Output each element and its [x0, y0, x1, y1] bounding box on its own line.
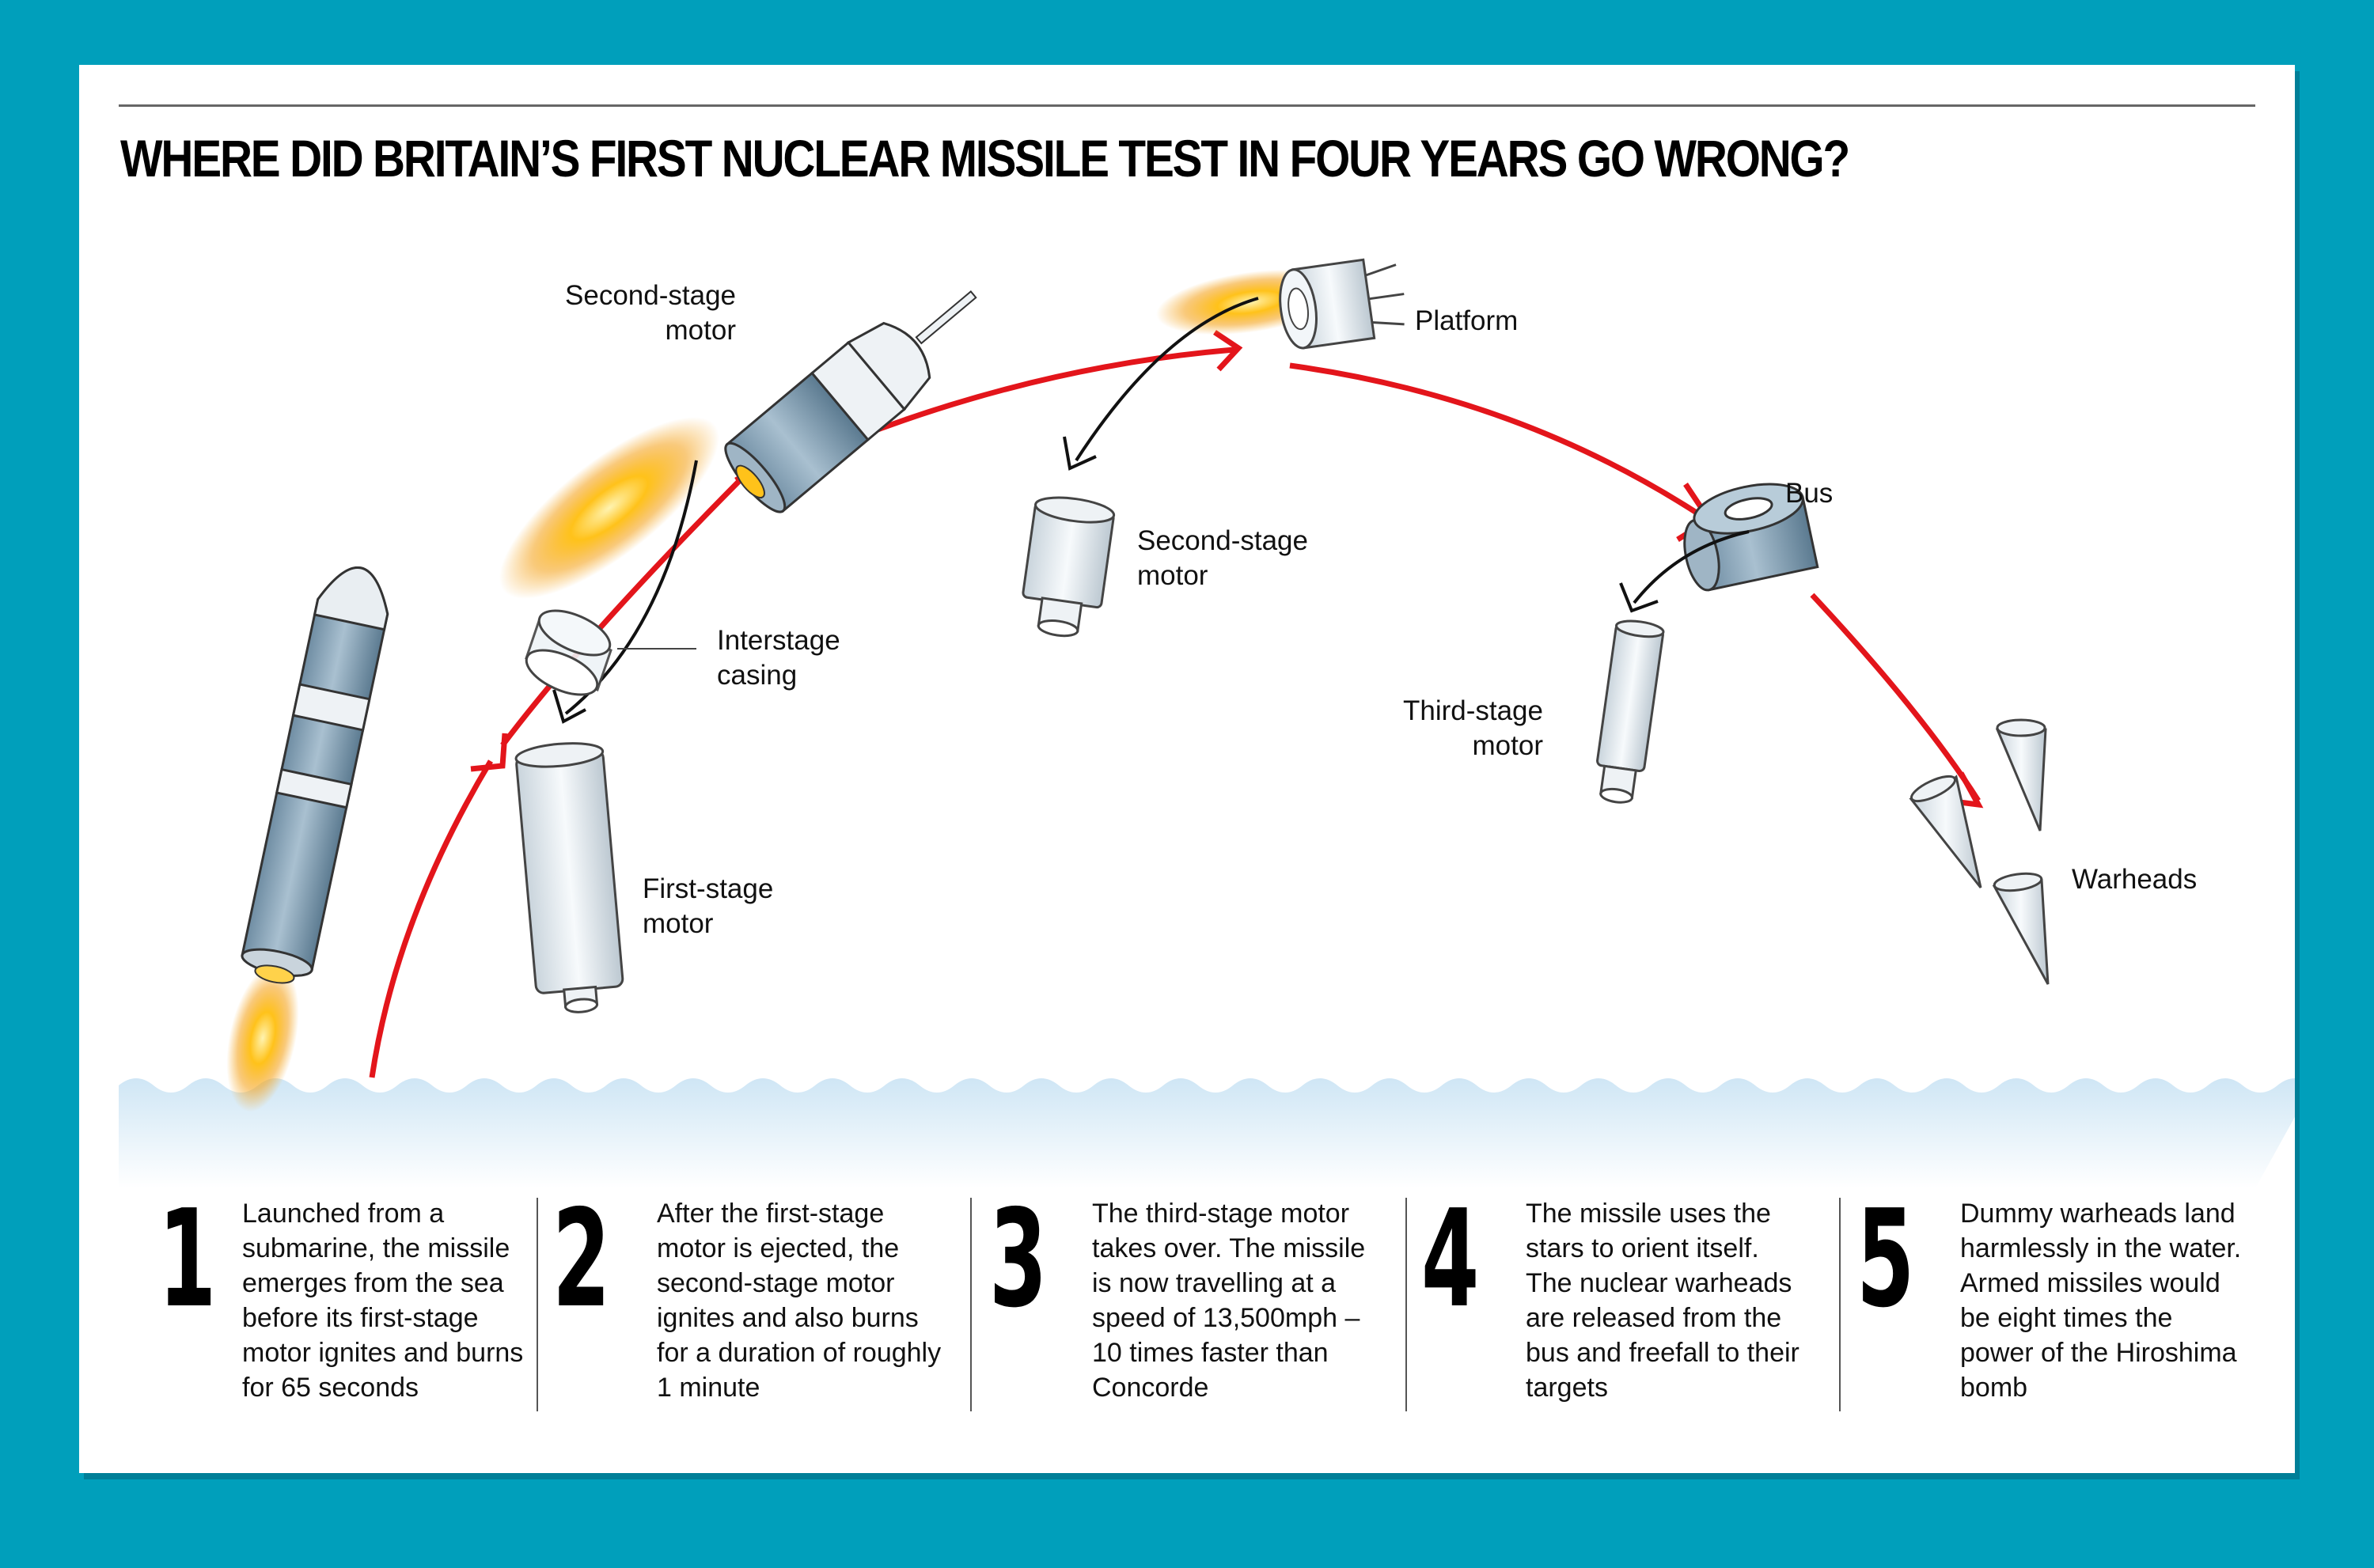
- step-5-text: Dummy warheads land harmlessly in the wa…: [1960, 1199, 2242, 1403]
- eject-arrow-third-stage: [1633, 530, 1750, 604]
- warhead-3: [1992, 878, 2050, 985]
- step-divider: [970, 1198, 972, 1411]
- third-stage-motor: [1596, 619, 1665, 804]
- launch-flame: [226, 964, 299, 1112]
- step-3-text: The third-stage motor takes over. The mi…: [1092, 1199, 1366, 1403]
- step-5-number: 5: [1856, 1181, 1915, 1338]
- step-4-number: 4: [1421, 1181, 1480, 1338]
- page-title: WHERE DID BRITAIN’S FIRST NUCLEAR MISSIL…: [120, 129, 1850, 187]
- sea-surface: [119, 1078, 2295, 1188]
- bus: [1683, 483, 1819, 592]
- launch-missile: [241, 566, 389, 984]
- step-divider: [1839, 1198, 1841, 1411]
- step-4-text: The missile uses the stars to orient its…: [1526, 1199, 1799, 1403]
- warhead-2: [1995, 726, 2047, 831]
- step-1-text: Launched from a submarine, the missile e…: [242, 1199, 524, 1403]
- step-2-text: After the first-stage motor is ejected, …: [657, 1199, 942, 1403]
- warheads: [1909, 718, 2050, 985]
- step-1-number: 1: [158, 1181, 217, 1338]
- missile-trajectory-diagram: [119, 258, 2295, 1188]
- platform: [1279, 258, 1405, 350]
- infographic-card: WHERE DID BRITAIN’S FIRST NUCLEAR MISSIL…: [79, 65, 2295, 1473]
- label-warheads: Warheads: [2072, 864, 2198, 895]
- label-platform: Platform: [1415, 305, 1519, 336]
- eject-arrow-second-stage: [1075, 297, 1259, 462]
- second-stage-motor-upper: [724, 290, 977, 513]
- second-stage-motor-ejected: [1022, 496, 1116, 638]
- step-divider: [1405, 1198, 1407, 1411]
- step-2-number: 2: [552, 1181, 611, 1338]
- step-3-number: 3: [989, 1181, 1048, 1338]
- step-divider: [537, 1198, 538, 1411]
- first-stage-motor: [514, 742, 624, 1013]
- second-stage-flame: [499, 417, 719, 599]
- top-rule: [119, 104, 2255, 107]
- label-bus: Bus: [1785, 478, 1834, 509]
- interstage-casing: [525, 609, 696, 696]
